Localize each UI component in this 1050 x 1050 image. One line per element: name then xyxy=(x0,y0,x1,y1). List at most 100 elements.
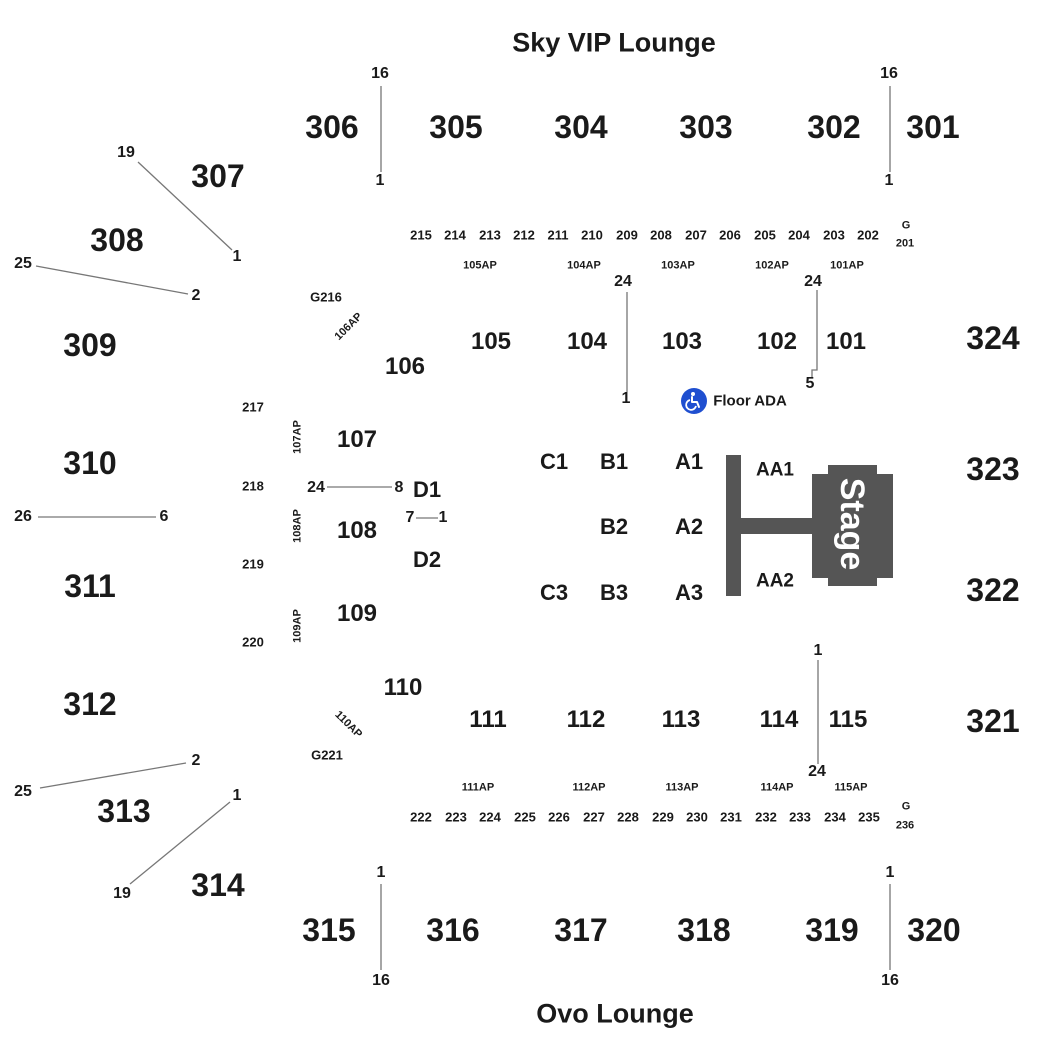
row-number: 2 xyxy=(191,752,201,769)
section-320[interactable]: 320 xyxy=(907,912,961,948)
section-b3[interactable]: B3 xyxy=(599,580,629,605)
section-230[interactable]: 230 xyxy=(686,809,708,825)
section-103[interactable]: 103 xyxy=(661,328,703,355)
section-234[interactable]: 234 xyxy=(824,809,846,825)
section-225[interactable]: 225 xyxy=(514,809,536,825)
section-311[interactable]: 311 xyxy=(64,568,116,604)
section-111[interactable]: 111 xyxy=(469,706,507,733)
section-301[interactable]: 301 xyxy=(906,109,960,145)
section-209[interactable]: 209 xyxy=(616,227,638,243)
ap-104: 104AP xyxy=(567,259,601,272)
section-203[interactable]: 203 xyxy=(823,227,845,243)
section-227[interactable]: 227 xyxy=(583,809,605,825)
section-233[interactable]: 233 xyxy=(789,809,811,825)
section-206[interactable]: 206 xyxy=(719,227,741,243)
section-207[interactable]: 207 xyxy=(685,227,707,243)
section-305[interactable]: 305 xyxy=(429,109,483,145)
section-g-bottom[interactable]: G xyxy=(901,800,911,813)
section-222[interactable]: 222 xyxy=(410,809,432,825)
section-226[interactable]: 226 xyxy=(548,809,570,825)
row-number: 25 xyxy=(14,783,32,800)
section-a2[interactable]: A2 xyxy=(674,514,704,539)
section-a1[interactable]: A1 xyxy=(674,449,704,474)
section-223[interactable]: 223 xyxy=(445,809,467,825)
section-208[interactable]: 208 xyxy=(650,227,672,243)
section-a3[interactable]: A3 xyxy=(674,580,704,605)
ap-112: 112AP xyxy=(572,781,606,794)
section-304[interactable]: 304 xyxy=(554,109,608,145)
section-114[interactable]: 114 xyxy=(759,706,799,733)
section-307[interactable]: 307 xyxy=(191,158,245,194)
section-aa1[interactable]: AA1 xyxy=(755,459,795,481)
section-102[interactable]: 102 xyxy=(756,328,798,355)
section-314[interactable]: 314 xyxy=(191,867,245,903)
section-b2[interactable]: B2 xyxy=(599,514,629,539)
section-315[interactable]: 315 xyxy=(302,912,356,948)
section-211[interactable]: 211 xyxy=(547,227,569,243)
section-212[interactable]: 212 xyxy=(513,227,535,243)
section-115[interactable]: 115 xyxy=(828,706,868,733)
section-g216[interactable]: G216 xyxy=(310,289,342,305)
section-218[interactable]: 218 xyxy=(242,478,264,494)
section-107[interactable]: 107 xyxy=(336,426,378,453)
section-201[interactable]: 201 xyxy=(895,237,915,250)
section-319[interactable]: 319 xyxy=(805,912,859,948)
section-317[interactable]: 317 xyxy=(554,912,608,948)
section-112[interactable]: 112 xyxy=(566,706,606,733)
section-308[interactable]: 308 xyxy=(90,222,144,258)
section-205[interactable]: 205 xyxy=(754,227,776,243)
section-b1[interactable]: B1 xyxy=(599,449,629,474)
section-105[interactable]: 105 xyxy=(470,328,512,355)
section-302[interactable]: 302 xyxy=(807,109,861,145)
ap-105: 105AP xyxy=(463,259,497,272)
section-232[interactable]: 232 xyxy=(755,809,777,825)
section-110[interactable]: 110 xyxy=(383,674,423,701)
section-236[interactable]: 236 xyxy=(895,819,915,832)
section-d1[interactable]: D1 xyxy=(412,477,442,502)
section-235[interactable]: 235 xyxy=(858,809,880,825)
section-c3[interactable]: C3 xyxy=(539,580,569,605)
row-number: 1 xyxy=(885,864,895,881)
section-109[interactable]: 109 xyxy=(336,600,378,627)
section-318[interactable]: 318 xyxy=(677,912,731,948)
section-204[interactable]: 204 xyxy=(788,227,810,243)
section-229[interactable]: 229 xyxy=(652,809,674,825)
section-303[interactable]: 303 xyxy=(679,109,733,145)
row-number: 16 xyxy=(371,65,389,82)
stage-structure xyxy=(726,455,893,596)
section-214[interactable]: 214 xyxy=(444,227,466,243)
section-g-top[interactable]: G xyxy=(901,219,911,232)
section-104[interactable]: 104 xyxy=(566,328,608,355)
section-101[interactable]: 101 xyxy=(825,328,867,355)
ap-113: 113AP xyxy=(665,781,699,794)
section-220[interactable]: 220 xyxy=(242,634,264,650)
section-213[interactable]: 213 xyxy=(479,227,501,243)
row-number: 24 xyxy=(307,479,325,496)
section-c1[interactable]: C1 xyxy=(539,449,569,474)
section-316[interactable]: 316 xyxy=(426,912,480,948)
section-312[interactable]: 312 xyxy=(63,686,117,722)
section-aa2[interactable]: AA2 xyxy=(755,570,795,592)
section-215[interactable]: 215 xyxy=(410,227,432,243)
section-108[interactable]: 108 xyxy=(336,517,378,544)
section-310[interactable]: 310 xyxy=(63,445,117,481)
section-113[interactable]: 113 xyxy=(661,706,701,733)
section-313[interactable]: 313 xyxy=(97,793,151,829)
section-217[interactable]: 217 xyxy=(242,399,264,415)
section-323[interactable]: 323 xyxy=(966,451,1020,487)
section-231[interactable]: 231 xyxy=(720,809,742,825)
section-g221[interactable]: G221 xyxy=(311,747,343,763)
section-228[interactable]: 228 xyxy=(617,809,639,825)
stage-platform xyxy=(812,465,893,586)
section-306[interactable]: 306 xyxy=(305,109,359,145)
section-324[interactable]: 324 xyxy=(966,320,1020,356)
section-210[interactable]: 210 xyxy=(581,227,603,243)
section-321[interactable]: 321 xyxy=(966,703,1020,739)
section-106[interactable]: 106 xyxy=(384,353,426,380)
section-309[interactable]: 309 xyxy=(63,327,117,363)
section-219[interactable]: 219 xyxy=(242,556,264,572)
section-202[interactable]: 202 xyxy=(857,227,879,243)
section-d2[interactable]: D2 xyxy=(412,547,442,572)
section-224[interactable]: 224 xyxy=(479,809,501,825)
section-322[interactable]: 322 xyxy=(966,572,1020,608)
